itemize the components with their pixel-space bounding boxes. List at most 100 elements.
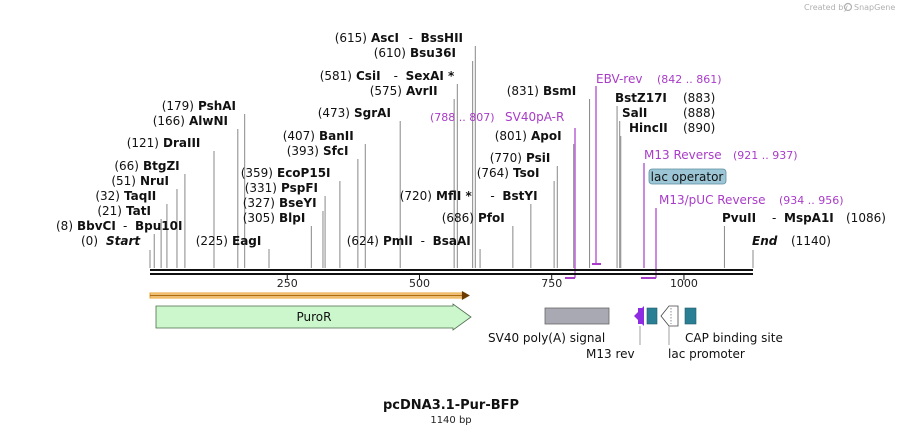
site-label[interactable]: (8)BbvCI-Bpu10I xyxy=(56,219,182,233)
enzyme-name: AvrII xyxy=(406,84,438,98)
feature-cds[interactable]: PuroR xyxy=(155,303,472,331)
site-position: (764) xyxy=(477,166,509,180)
primer[interactable]: M13/pUC Reverse(934 .. 956) xyxy=(641,193,844,279)
site-position: (831) xyxy=(507,84,539,98)
site-label[interactable]: (770)PsiI xyxy=(490,151,551,165)
cap-site-box xyxy=(684,307,697,325)
primer-name: EBV-rev xyxy=(596,72,642,86)
site-position: (770) xyxy=(490,151,522,165)
tick-label: 1000 xyxy=(670,277,698,290)
start-label: (0)Start xyxy=(81,234,141,248)
credit: Created by SnapGene xyxy=(804,2,895,12)
site-position: (166) xyxy=(153,114,185,128)
site-label[interactable]: (831)BsmI xyxy=(507,84,577,98)
site-label[interactable]: HincII(890) xyxy=(629,121,715,135)
primer-name: SV40pA-R xyxy=(505,110,564,124)
feature-promoter[interactable]: lac promoter xyxy=(660,305,745,361)
primer-range: (934 .. 956) xyxy=(779,194,844,207)
site-label[interactable]: PvuII-MspA1I(1086) xyxy=(722,211,886,225)
primer[interactable]: SV40pA-R (788 .. 807) xyxy=(430,110,576,279)
site-label[interactable]: (393)SfcI xyxy=(287,144,349,158)
site-label[interactable]: (66)BtgZI xyxy=(114,159,179,173)
enzyme-name: BseYI xyxy=(279,196,317,210)
primer-range: (842 .. 861) xyxy=(657,73,722,86)
site-label[interactable]: (305)BlpI xyxy=(243,211,306,225)
site-label[interactable]: (764) TsoI xyxy=(477,166,540,180)
enzyme-name: BstYI xyxy=(502,189,537,203)
lac-operator-feature-box xyxy=(646,307,658,325)
site-position: (359) xyxy=(241,166,273,180)
start-name: Start xyxy=(106,234,141,248)
tick-label: 500 xyxy=(409,277,430,290)
feature-protein_bind[interactable] xyxy=(646,307,658,325)
site-label[interactable]: (610)Bsu36I xyxy=(374,46,456,60)
feature-primer_bind[interactable]: M13 rev xyxy=(586,306,644,361)
feature-protein_bind[interactable]: CAP binding site xyxy=(684,307,783,345)
enzyme-name: CsiI xyxy=(356,69,381,83)
enzyme-name: SgrAI xyxy=(354,106,391,120)
site-position: (407) xyxy=(283,129,315,143)
lac-operator-tag[interactable]: lac operator xyxy=(648,168,727,185)
enzyme-name: SalI xyxy=(622,106,647,120)
feature-label: M13 rev xyxy=(586,347,635,361)
site-label[interactable]: (407) BanII xyxy=(283,129,354,143)
pair-separator: - xyxy=(772,211,776,225)
enzyme-name: MflI * xyxy=(436,189,472,203)
site-label[interactable]: (615)AscI-BssHII xyxy=(335,31,463,45)
end-label: End(1140) xyxy=(752,234,831,248)
feature-polyA[interactable]: SV40 poly(A) signal xyxy=(488,307,610,345)
site-position: (21) xyxy=(97,204,122,218)
polya-box xyxy=(544,307,610,325)
pair-separator: - xyxy=(409,31,413,45)
site-label[interactable]: (179)PshAI xyxy=(162,99,236,113)
site-position: (66) xyxy=(114,159,139,173)
enzyme-name: PvuII xyxy=(722,211,756,225)
site-label[interactable]: (166) AlwNI xyxy=(153,114,228,128)
orf-bar xyxy=(149,291,470,300)
lac-operator-label: lac operator xyxy=(651,170,724,184)
orf-arrow xyxy=(461,291,470,300)
credit-brand: SnapGene xyxy=(854,3,895,12)
enzyme-name: TsoI xyxy=(513,166,539,180)
primer[interactable]: EBV-rev (842 .. 861) xyxy=(592,72,722,265)
site-label[interactable]: (581)CsiI-SexAI * xyxy=(320,69,455,83)
site-position: (581) xyxy=(320,69,352,83)
tick-label: 750 xyxy=(541,277,562,290)
site-label[interactable]: (624)PmlI-BsaAI xyxy=(347,234,471,248)
site-position: (615) xyxy=(335,31,367,45)
tick-label: 250 xyxy=(277,277,298,290)
site-labels: (8)BbvCI-Bpu10I(21) TatI(32)TaqII(51)NruI… xyxy=(56,31,886,248)
enzyme-name: Bpu10I xyxy=(135,219,182,233)
enzyme-name: TatI xyxy=(126,204,151,218)
site-position: (720) xyxy=(400,189,432,203)
site-label[interactable]: SalI(888) xyxy=(622,106,715,120)
site-position: (890) xyxy=(683,121,715,135)
site-label[interactable]: (21) TatI xyxy=(97,204,151,218)
site-label[interactable]: (51)NruI xyxy=(111,174,169,188)
m13-rev-box xyxy=(638,308,644,324)
site-label[interactable]: (575)AvrII xyxy=(370,84,438,98)
enzyme-name: PmlI xyxy=(383,234,413,248)
site-label[interactable]: (331)PspFI xyxy=(245,181,318,195)
site-label[interactable]: (121)DraIII xyxy=(127,136,201,150)
map-title: pcDNA3.1-Pur-BFP xyxy=(383,398,519,413)
enzyme-name: BlpI xyxy=(279,211,305,225)
site-label[interactable]: BstZ17I(883) xyxy=(615,91,715,105)
enzyme-name: ApoI xyxy=(531,129,562,143)
site-label[interactable]: (32)TaqII xyxy=(95,189,156,203)
site-label[interactable]: (473)SgrAI xyxy=(318,106,391,120)
enzyme-name: BanII xyxy=(319,129,354,143)
site-label[interactable]: (686)PfoI xyxy=(442,211,505,225)
primer-layer: EBV-rev (842 .. 861) SV40pA-R (788 .. 807) M… xyxy=(430,72,844,279)
site-label[interactable]: (801)ApoI xyxy=(495,129,562,143)
primer-range: (788 .. 807) xyxy=(430,111,495,124)
feature-label: SV40 poly(A) signal xyxy=(488,331,605,345)
site-position: (393) xyxy=(287,144,319,158)
site-label[interactable]: (225)EagI xyxy=(196,234,262,248)
site-label[interactable]: (720)MflI *-BstYI xyxy=(400,189,538,203)
site-label[interactable]: (327)BseYI xyxy=(243,196,317,210)
site-label[interactable]: (359)EcoP15I xyxy=(241,166,331,180)
enzyme-name: PshAI xyxy=(198,99,236,113)
primer[interactable]: M13 Reverse(921 .. 937) xyxy=(643,148,798,268)
enzyme-name: AlwNI xyxy=(189,114,228,128)
